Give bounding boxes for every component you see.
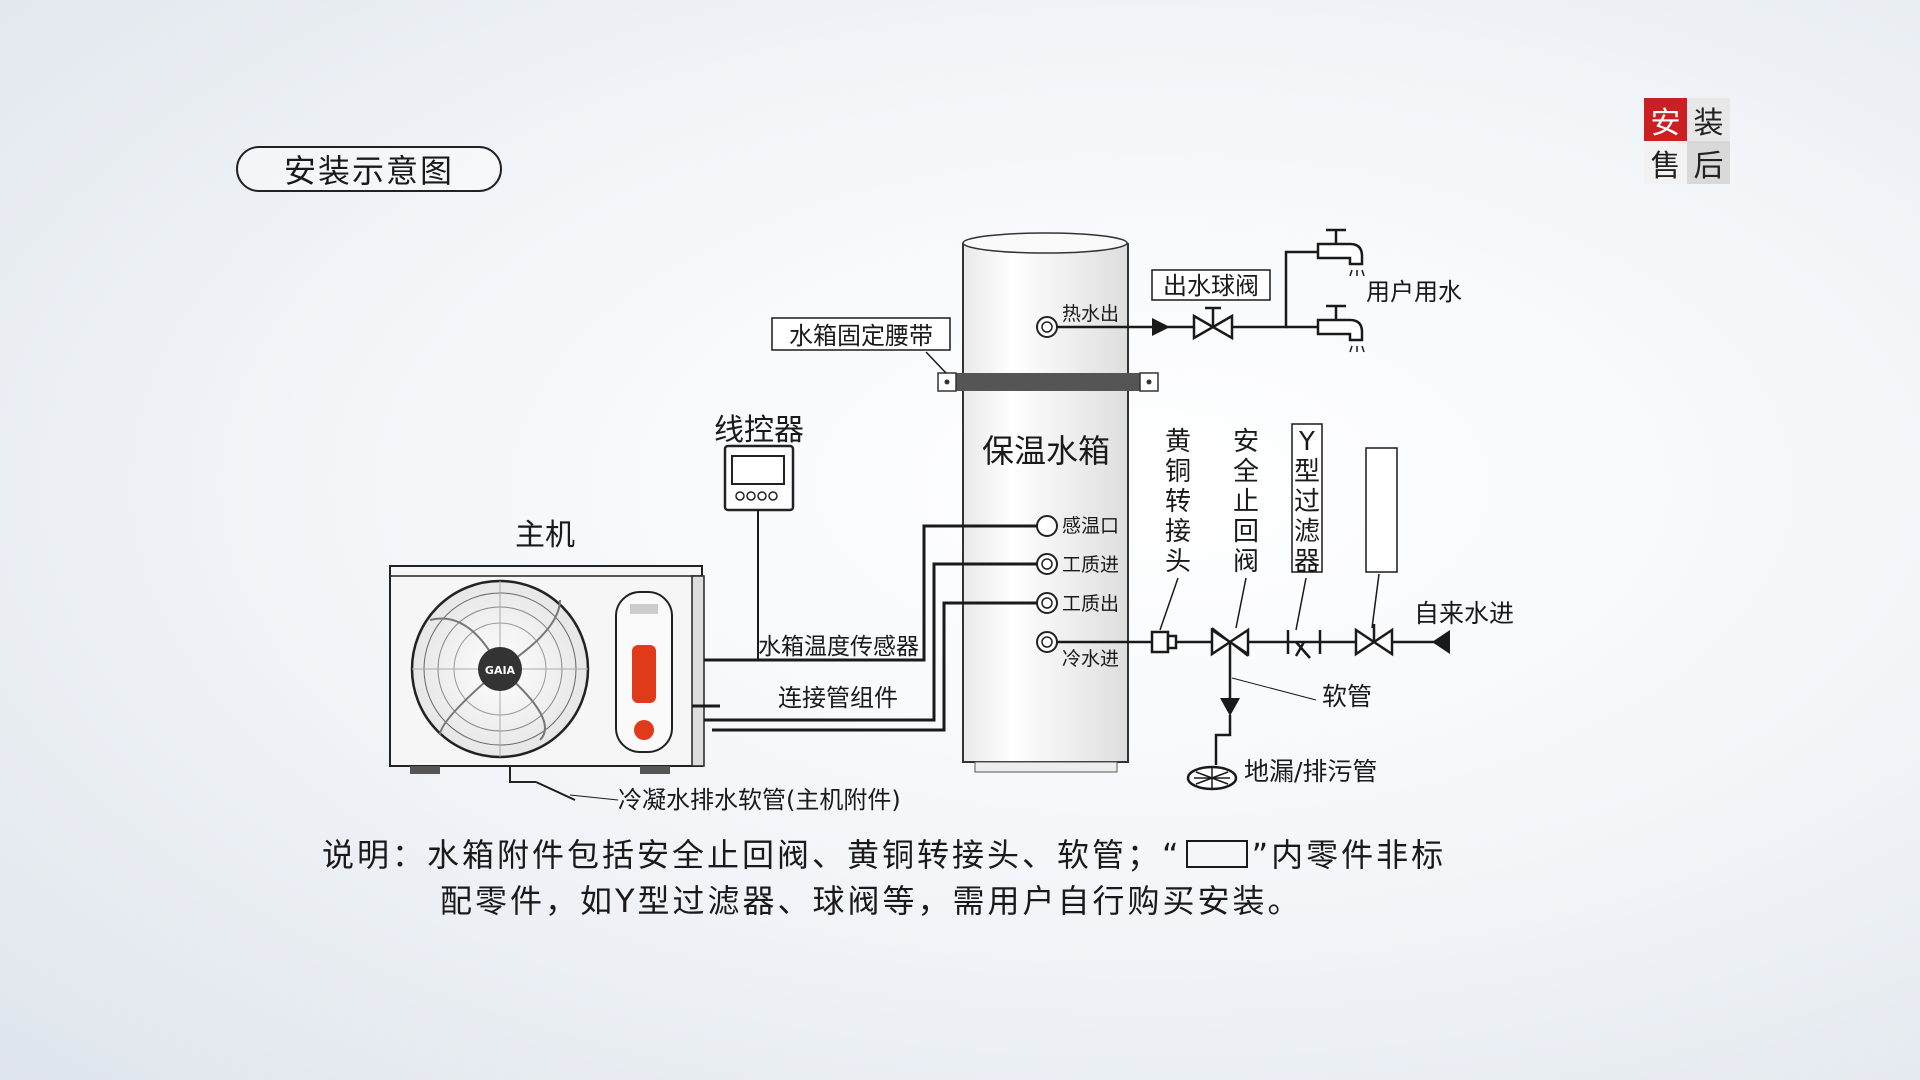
tank-sensor-label: 水箱温度传感器 (758, 634, 919, 660)
badge-char: 售 (1644, 141, 1687, 184)
vertical-char: 止 (1233, 487, 1259, 517)
faucet-icon (1316, 228, 1365, 277)
y-filter-label-box (1291, 423, 1323, 573)
after-sales-badge: 安 装 售 后 (1644, 98, 1730, 184)
brand-logo: GAIA (485, 664, 516, 677)
tank-belt-label: 水箱固定腰带 (789, 322, 933, 350)
host-label: 主机 (515, 518, 575, 553)
outlet-ball-valve (1192, 306, 1234, 341)
hot-out-label: 热水出 (1062, 303, 1119, 325)
outlet-valve-label-box (1151, 269, 1271, 301)
page-title: 安装示意图 (236, 146, 502, 192)
installation-note: 说明：水箱附件包括安全止回阀、黄铜转接头、软管；“ ”内零件非标 配零件，如Y型过… (322, 832, 1662, 924)
badge-char: 安 (1644, 98, 1687, 141)
unit-side-panel (615, 591, 673, 753)
note-line1-a: 说明：水箱附件包括安全止回阀、黄铜转接头、软管；“ (322, 836, 1182, 874)
vertical-char: 黄 (1165, 427, 1191, 457)
outlet-valve-label: 出水球阀 (1163, 272, 1259, 300)
medium-in-label: 工质进 (1062, 554, 1119, 576)
note-line2: 配零件，如Y型过滤器、球阀等，需用户自行购买安装。 (440, 882, 1303, 920)
vertical-char: 器 (1294, 547, 1320, 577)
controller-label: 线控器 (714, 413, 804, 448)
vertical-char: 转 (1165, 487, 1191, 517)
faucet-icon (1316, 304, 1365, 353)
tank-label: 保温水箱 (982, 432, 1110, 470)
wire-controller (723, 444, 795, 512)
insulated-tank (937, 232, 1159, 773)
brass-adapter-label: 黄铜转接头 (1165, 427, 1191, 577)
brass-adapter-icon (1150, 630, 1178, 654)
flow-arrow-in (1432, 630, 1450, 654)
condensate-hose-label: 冷凝水排水软管(主机附件) (618, 786, 901, 814)
tap-in-label: 自来水进 (1414, 599, 1514, 628)
heat-pump-unit: GAIA (389, 565, 705, 783)
flow-arrow-drain (1220, 698, 1240, 716)
fan-grille: GAIA (410, 579, 590, 759)
vertical-char: 安 (1233, 427, 1259, 457)
vertical-char: 回 (1233, 517, 1259, 547)
vertical-char: 全 (1233, 457, 1259, 487)
check-valve-icon (1210, 627, 1250, 657)
tank-belt (937, 372, 1159, 392)
medium-out-label: 工质出 (1062, 593, 1119, 615)
badge-char: 装 (1687, 98, 1730, 141)
vertical-char: 铜 (1165, 457, 1191, 487)
nonstandard-box-symbol (1185, 840, 1248, 868)
sensor-port-label: 感温口 (1062, 515, 1119, 537)
flow-arrow-out (1152, 318, 1170, 336)
note-line1-b: ”内零件非标 (1251, 836, 1447, 874)
user-water-label: 用户用水 (1366, 278, 1462, 306)
hose-label: 软管 (1322, 682, 1372, 711)
vertical-char: 滤 (1294, 517, 1320, 547)
vertical-char: 过 (1294, 487, 1320, 517)
y-filter-icon (1286, 630, 1322, 659)
floor-drain-icon (1186, 765, 1238, 791)
inlet-ball-valve-icon (1354, 624, 1394, 657)
vertical-char: 接 (1165, 517, 1191, 547)
nonstandard-parts-marker (1365, 447, 1398, 573)
floor-drain-label: 地漏/排污管 (1244, 757, 1377, 786)
check-valve-label: 安全止回阀 (1233, 427, 1259, 577)
tank-belt-label-box (771, 317, 951, 351)
badge-char: 后 (1687, 141, 1730, 184)
vertical-char: 型 (1294, 457, 1320, 487)
cold-in-label: 冷水进 (1062, 648, 1119, 670)
pipe-kit-label: 连接管组件 (778, 684, 898, 712)
tank-ports (1036, 316, 1058, 653)
vertical-char: Y (1298, 427, 1315, 457)
vertical-char: 阀 (1233, 547, 1259, 577)
vertical-char: 头 (1165, 547, 1191, 577)
